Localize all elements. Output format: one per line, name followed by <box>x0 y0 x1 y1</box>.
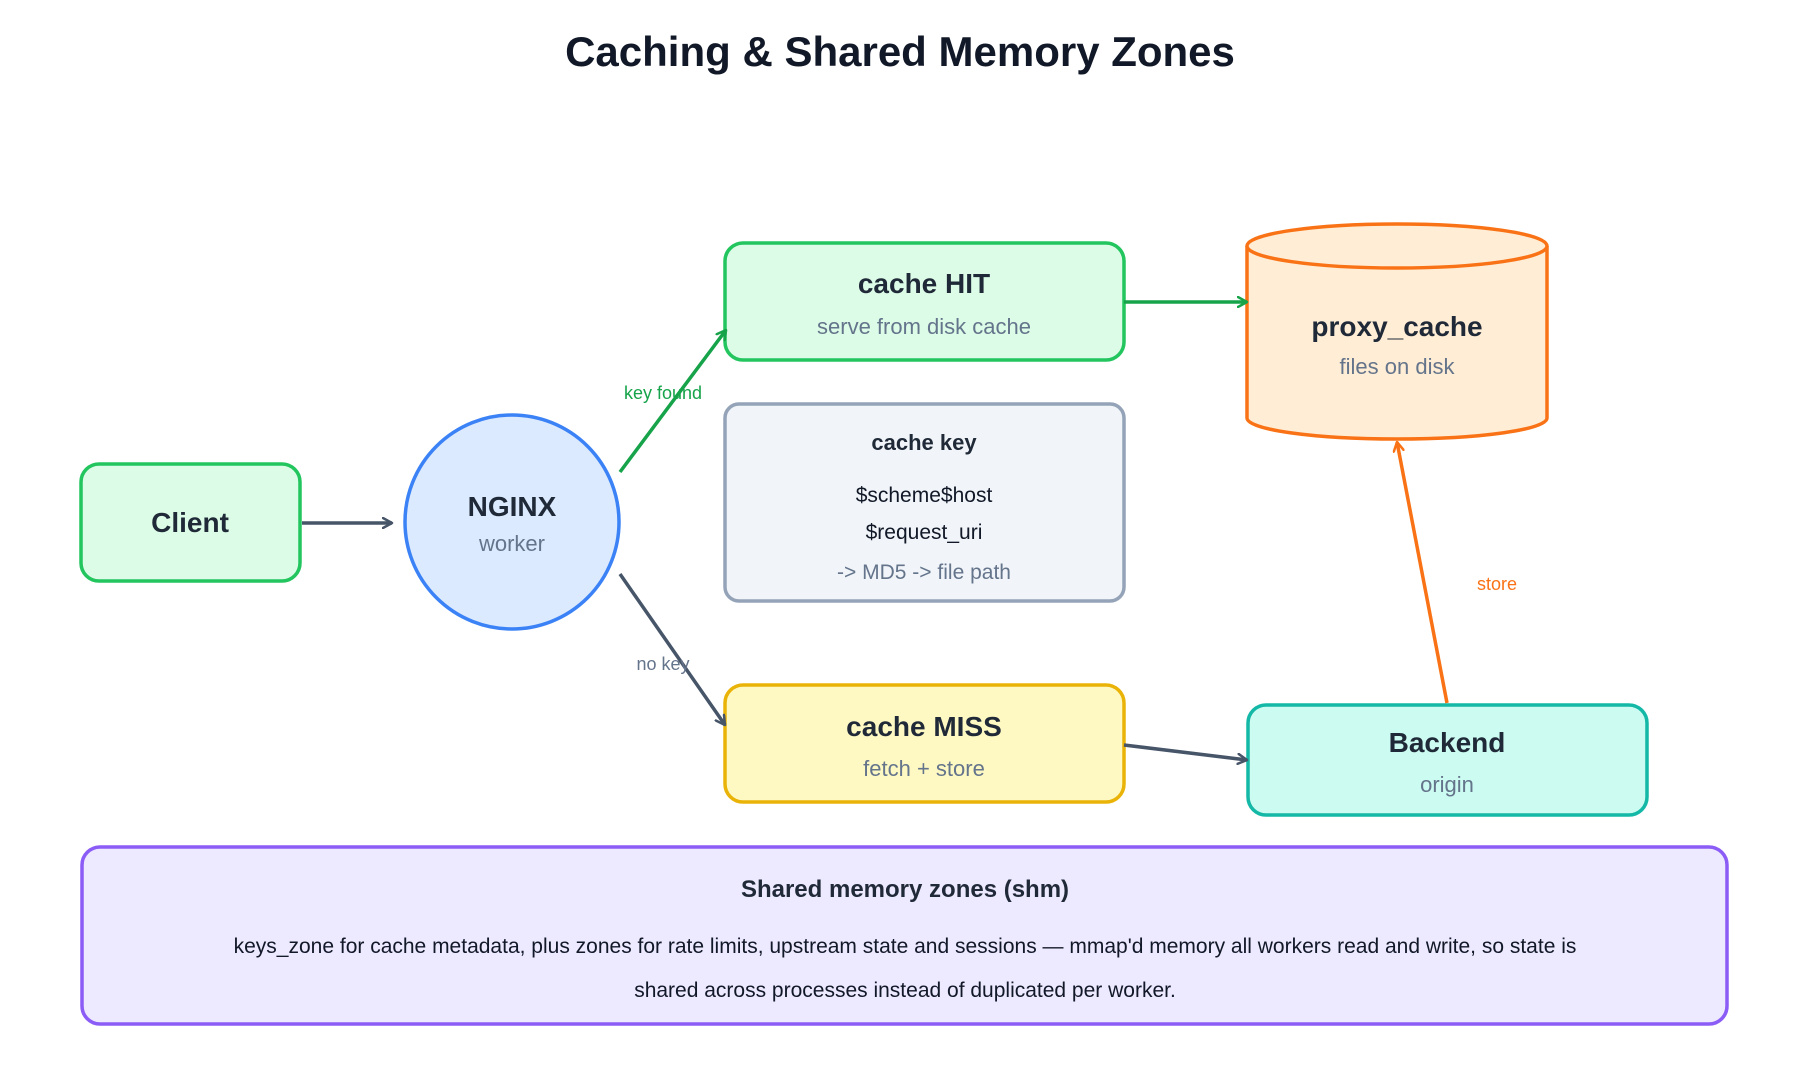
client-label: Client <box>151 507 229 538</box>
cache-miss-label: cache MISS <box>846 711 1002 742</box>
edge-cache-miss-to-backend <box>1123 743 1247 760</box>
shm-body-line2: shared across processes instead of dupli… <box>634 979 1176 1002</box>
cache-miss-sublabel: fetch + store <box>863 756 985 781</box>
edge-label-no-key: no key <box>636 654 689 674</box>
cache-miss-node: cache MISS fetch + store <box>723 683 1126 804</box>
proxy-cache-sublabel: files on disk <box>1340 354 1456 379</box>
shm-panel: Shared memory zones (shm) keys_zone for … <box>80 845 1729 1026</box>
page-title: Caching & Shared Memory Zones <box>565 28 1235 75</box>
proxy-cache-node: proxy_cache files on disk <box>1245 222 1549 441</box>
cache-hit-sublabel: serve from disk cache <box>817 314 1031 339</box>
cache-hit-node: cache HIT serve from disk cache <box>723 241 1126 362</box>
proxy-cache-label: proxy_cache <box>1311 311 1482 342</box>
nginx-node: NGINX worker <box>403 413 621 631</box>
edge-nginx-to-cache-hit <box>618 330 728 474</box>
shm-title: Shared memory zones (shm) <box>741 876 1069 903</box>
cache-key-line2: $request_uri <box>866 521 983 544</box>
client-node: Client <box>79 462 302 583</box>
cache-key-line3: -> MD5 -> file path <box>837 561 1011 584</box>
edge-label-store: store <box>1477 574 1517 594</box>
edge-nginx-to-cache-miss <box>618 573 727 725</box>
edge-backend-to-proxy-cache <box>1397 442 1449 704</box>
cache-hit-label: cache HIT <box>858 268 990 299</box>
cache-key-node: cache key $scheme$host $request_uri -> M… <box>723 402 1126 603</box>
shm-body-line1: keys_zone for cache metadata, plus zones… <box>234 935 1577 958</box>
cache-key-title: cache key <box>871 430 977 455</box>
backend-label: Backend <box>1389 727 1506 758</box>
nginx-label: NGINX <box>468 491 557 522</box>
cache-key-line1: $scheme$host <box>856 484 993 507</box>
backend-sublabel: origin <box>1420 772 1474 797</box>
edge-label-key-found: key found <box>624 383 702 403</box>
backend-node: Backend origin <box>1246 703 1649 817</box>
nginx-sublabel: worker <box>478 531 545 556</box>
